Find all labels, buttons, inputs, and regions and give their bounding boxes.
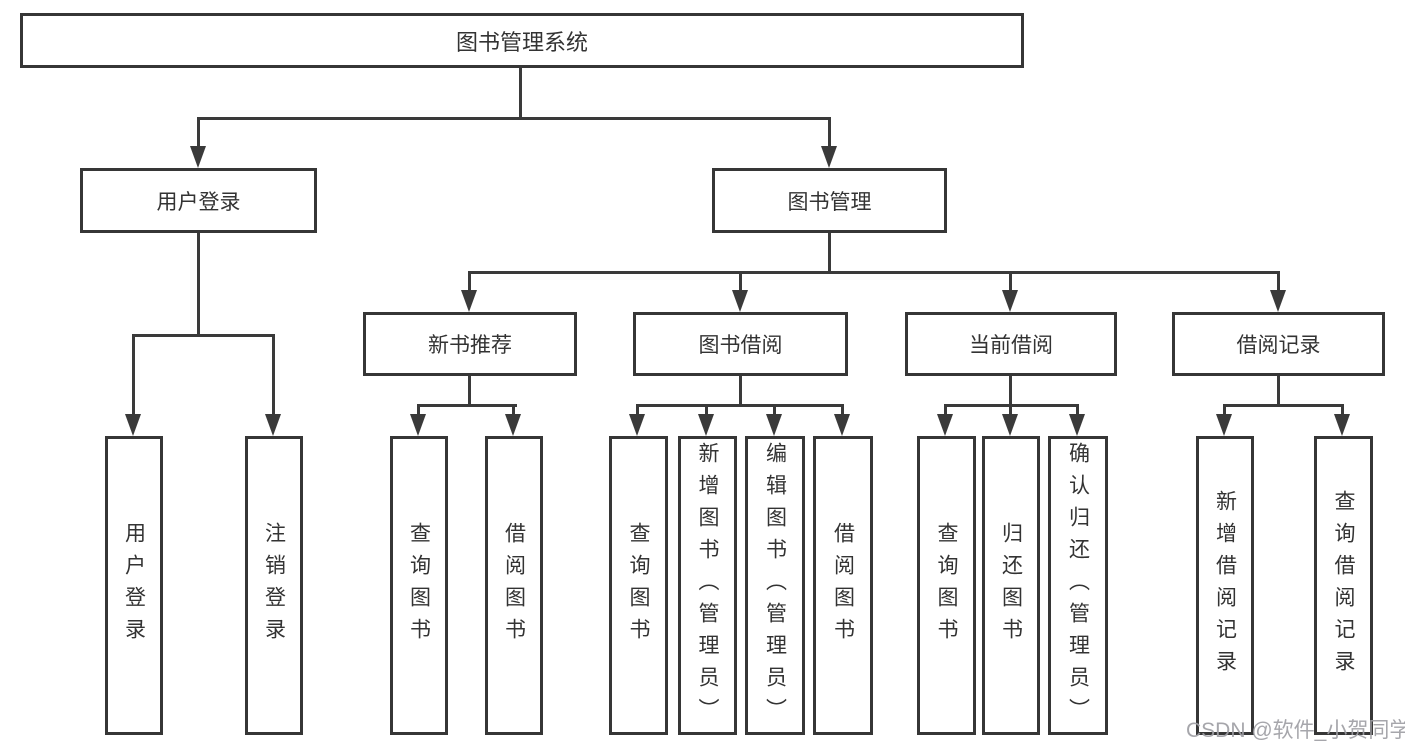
arrowhead-br-add (1216, 414, 1232, 436)
connector-borrow-records-branch (1223, 404, 1344, 407)
arrowhead-br-query (1334, 414, 1350, 436)
connector-current-borrow-stem (1009, 376, 1012, 407)
connector-book-borrow-branch (636, 404, 844, 407)
leaf-logout: 注销登录 (245, 436, 303, 735)
connector-arrow-borrow-records (1277, 271, 1280, 291)
leaf-br-add-record: 新增借阅记录 (1196, 436, 1254, 735)
arrowhead-nb-borrow (505, 414, 521, 436)
arrowhead-new-books (461, 290, 477, 312)
connector-arrow-bb-edit (773, 404, 776, 415)
arrowhead-ul-user-login (125, 414, 141, 436)
connector-book-mgmt-stem (828, 233, 831, 274)
leaf-nb-query-books-label: 查询图书 (407, 521, 431, 650)
connector-arrow-bb-add (705, 404, 708, 415)
leaf-nb-borrow-books: 借阅图书 (485, 436, 543, 735)
leaf-cb-confirm-return: 确认归还（管理员） (1048, 436, 1108, 735)
leaf-nb-query-books: 查询图书 (390, 436, 448, 735)
connector-borrow-records-stem (1277, 376, 1280, 407)
arrowhead-bb-edit (766, 414, 782, 436)
connector-arrow-nb-borrow (512, 404, 515, 415)
leaf-cb-return-books: 归还图书 (982, 436, 1040, 735)
connector-arrow-cb-query (944, 404, 947, 415)
connector-arrow-user-login (197, 117, 200, 147)
connector-arrow-current-borrow (1009, 271, 1012, 291)
leaf-bb-borrow-books-label: 借阅图书 (831, 521, 855, 650)
leaf-bb-borrow-books: 借阅图书 (813, 436, 873, 735)
leaf-bb-query-books-label: 查询图书 (627, 521, 650, 650)
connector-arrow-bb-borrow (841, 404, 844, 415)
arrowhead-book-borrow (732, 290, 748, 312)
connector-root-stem (519, 68, 522, 119)
node-borrow-records: 借阅记录 (1172, 312, 1385, 376)
leaf-bb-add-books: 新增图书（管理员） (678, 436, 737, 735)
connector-arrow-cb-return (1009, 404, 1012, 415)
connector-user-login-stem (197, 233, 200, 337)
leaf-bb-add-books-label: 新增图书（管理员） (696, 441, 719, 730)
node-new-book-recommend: 新书推荐 (363, 312, 577, 376)
leaf-cb-query-books: 查询图书 (917, 436, 976, 735)
node-book-management: 图书管理 (712, 168, 947, 233)
arrowhead-borrow-records (1270, 290, 1286, 312)
connector-book-mgmt-branch (468, 271, 1280, 274)
leaf-bb-query-books: 查询图书 (609, 436, 668, 735)
arrowhead-nb-query (410, 414, 426, 436)
connector-arrow-book-borrow (739, 271, 742, 291)
leaf-bb-edit-books-label: 编辑图书（管理员） (763, 441, 787, 730)
connector-arrow-new-books (468, 271, 471, 291)
connector-arrow-br-add (1223, 404, 1226, 415)
leaf-user-login: 用户登录 (105, 436, 163, 735)
arrowhead-book-mgmt (821, 146, 837, 168)
arrowhead-cb-return (1002, 414, 1018, 436)
arrowhead-user-login (190, 146, 206, 168)
leaf-br-query-record: 查询借阅记录 (1314, 436, 1373, 735)
leaf-logout-label: 注销登录 (262, 521, 286, 650)
connector-arrow-br-query (1341, 404, 1344, 415)
arrowhead-bb-query (629, 414, 645, 436)
leaf-nb-borrow-books-label: 借阅图书 (502, 521, 526, 650)
leaf-cb-query-books-label: 查询图书 (935, 521, 958, 650)
leaf-cb-return-books-label: 归还图书 (999, 521, 1023, 650)
connector-book-borrow-stem (739, 376, 742, 407)
connector-root-branch (197, 117, 831, 120)
node-book-borrowing: 图书借阅 (633, 312, 848, 376)
arrowhead-cb-confirm (1069, 414, 1085, 436)
leaf-cb-confirm-return-label: 确认归还（管理员） (1066, 441, 1090, 730)
csdn-watermark: CSDN @软件_小贺同学 (1186, 719, 1405, 742)
leaf-br-query-record-label: 查询借阅记录 (1332, 489, 1355, 682)
node-current-borrowing: 当前借阅 (905, 312, 1117, 376)
connector-new-books-branch (417, 404, 517, 407)
arrowhead-ul-logout (265, 414, 281, 436)
arrowhead-bb-add (698, 414, 714, 436)
leaf-bb-edit-books: 编辑图书（管理员） (745, 436, 805, 735)
node-root: 图书管理系统 (20, 13, 1024, 68)
connector-arrow-bb-query (636, 404, 639, 415)
arrowhead-current-borrow (1002, 290, 1018, 312)
leaf-br-add-record-label: 新增借阅记录 (1213, 489, 1237, 682)
connector-arrow-ul-user-login (132, 334, 135, 414)
connector-arrow-cb-confirm (1076, 404, 1079, 415)
arrowhead-cb-query (937, 414, 953, 436)
connector-user-login-branch (132, 334, 275, 337)
node-user-login: 用户登录 (80, 168, 317, 233)
arrowhead-bb-borrow (834, 414, 850, 436)
connector-arrow-nb-query (417, 404, 420, 415)
connector-arrow-book-mgmt (828, 117, 831, 147)
leaf-user-login-label: 用户登录 (122, 521, 146, 650)
connector-arrow-ul-logout (272, 334, 275, 414)
connector-new-books-stem (468, 376, 471, 407)
